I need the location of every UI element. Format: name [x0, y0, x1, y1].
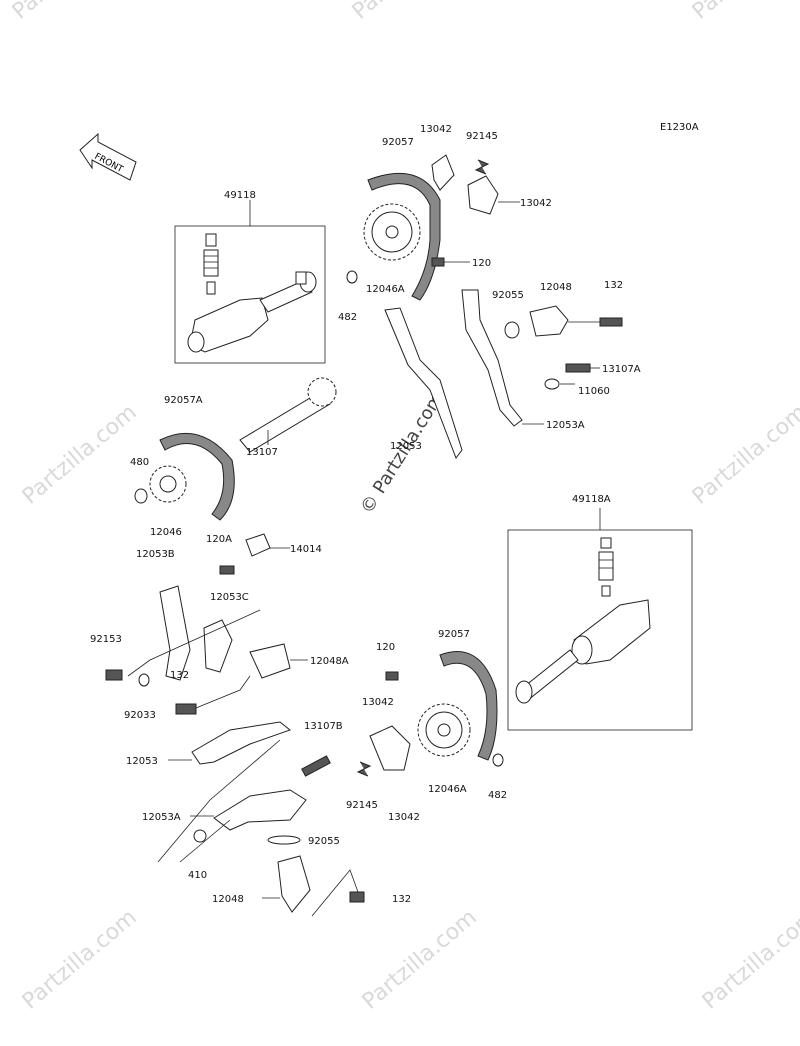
part-label: 92055 — [492, 290, 524, 301]
watermark: Partzilla.com — [358, 905, 482, 1015]
part-label: 92057 — [382, 137, 414, 148]
watermark: Partzilla.com — [8, 0, 132, 25]
circlip — [492, 753, 504, 767]
part-label: 49118 — [224, 190, 256, 201]
cam-chain-rear — [439, 651, 498, 761]
part-label: 12053C — [210, 592, 249, 603]
part-label: 92057 — [438, 629, 470, 640]
part-label: 12053A — [142, 812, 181, 823]
part-label: 12048A — [310, 656, 349, 667]
bracket-14014 — [245, 533, 271, 557]
part-label: 92057A — [164, 395, 203, 406]
camshaft-assembly — [187, 233, 317, 353]
part-labels: 92057 13042 92145 13042 49118 120 12046A… — [90, 124, 641, 905]
part-label: 12053 — [126, 756, 158, 767]
circlip — [346, 270, 358, 284]
cam-chain-top — [367, 172, 441, 301]
o-ring — [504, 321, 520, 339]
chain-guide-12053b — [159, 585, 191, 681]
o-ring — [138, 673, 150, 687]
camshaft-13107 — [239, 391, 331, 453]
decompressor-weight — [467, 175, 499, 215]
spring — [474, 159, 490, 175]
part-label: 13107A — [602, 364, 641, 375]
diagram-code: E1230A — [660, 122, 699, 133]
bolt-13107b — [301, 755, 331, 777]
part-label: 13107 — [246, 447, 278, 458]
spring — [356, 761, 372, 777]
part-label: 482 — [338, 312, 357, 323]
bolt — [219, 565, 235, 575]
part-label: 12053B — [136, 549, 175, 560]
part-label: 12046A — [366, 284, 405, 295]
bolt — [175, 703, 197, 715]
part-label: 12053 — [390, 441, 422, 452]
bolt — [599, 317, 623, 327]
part-label: 12046 — [150, 527, 182, 538]
watermark-center: © Partzilla.com — [356, 389, 447, 518]
part-label: 13107B — [304, 721, 343, 732]
part-label: 92145 — [346, 800, 378, 811]
part-label: 11060 — [578, 386, 610, 397]
cam-chain-front — [159, 432, 235, 521]
part-label: 132 — [604, 280, 623, 291]
bolt — [105, 669, 123, 681]
part-label: 49118A — [572, 494, 611, 505]
part-label: 132 — [392, 894, 411, 905]
part-label: 480 — [130, 457, 149, 468]
bolt — [385, 671, 399, 681]
decompressor-weight — [369, 725, 411, 771]
part-label: 92055 — [308, 836, 340, 847]
chain-guide-12053a-lower — [213, 789, 307, 831]
part-label: 13042 — [420, 124, 452, 135]
part-label: 13042 — [520, 198, 552, 209]
part-label: 12048 — [540, 282, 572, 293]
camshaft-assembly-a — [515, 537, 651, 704]
washer — [193, 829, 207, 843]
tensioner-bolt — [565, 363, 591, 373]
part-label: 12048 — [212, 894, 244, 905]
front-arrow-icon: FRONT — [79, 132, 137, 181]
part-label: 92033 — [124, 710, 156, 721]
watermark: Partzilla.com — [688, 400, 800, 510]
watermark: Partzilla.com — [18, 905, 142, 1015]
chain-guide-12053a — [461, 289, 523, 427]
part-label: 92153 — [90, 634, 122, 645]
part-label: 482 — [488, 790, 507, 801]
part-label: 410 — [188, 870, 207, 881]
part-label: 13042 — [362, 697, 394, 708]
part-label: 14014 — [290, 544, 322, 555]
part-label: 120 — [376, 642, 395, 653]
part-label: 92145 — [466, 131, 498, 142]
watermarks: Partzilla.com Partzilla.com Partzilla.co… — [8, 0, 800, 1015]
tensioner — [529, 305, 569, 337]
part-label: 12053A — [546, 420, 585, 431]
watermark: Partzilla.com — [698, 905, 800, 1015]
watermark: Partzilla.com — [688, 0, 800, 25]
part-label: 132 — [170, 670, 189, 681]
watermark: Partzilla.com — [18, 400, 142, 510]
watermark: Partzilla.com — [348, 0, 472, 25]
part-label: 120 — [472, 258, 491, 269]
circlip — [134, 488, 148, 504]
chain-guide-12053-lower — [191, 721, 292, 765]
o-ring — [267, 835, 301, 845]
part-label: 12046A — [428, 784, 467, 795]
chain-guide-12053 — [384, 307, 463, 460]
chain-guide-12053c — [203, 619, 233, 673]
bolt — [431, 257, 445, 267]
part-label: 120A — [206, 534, 232, 545]
bolt — [349, 891, 365, 903]
tensioner-12048a — [249, 643, 291, 679]
tensioner-12048 — [277, 855, 311, 913]
washer — [544, 378, 560, 390]
decompressor-weight — [431, 154, 455, 191]
part-label: 13042 — [388, 812, 420, 823]
